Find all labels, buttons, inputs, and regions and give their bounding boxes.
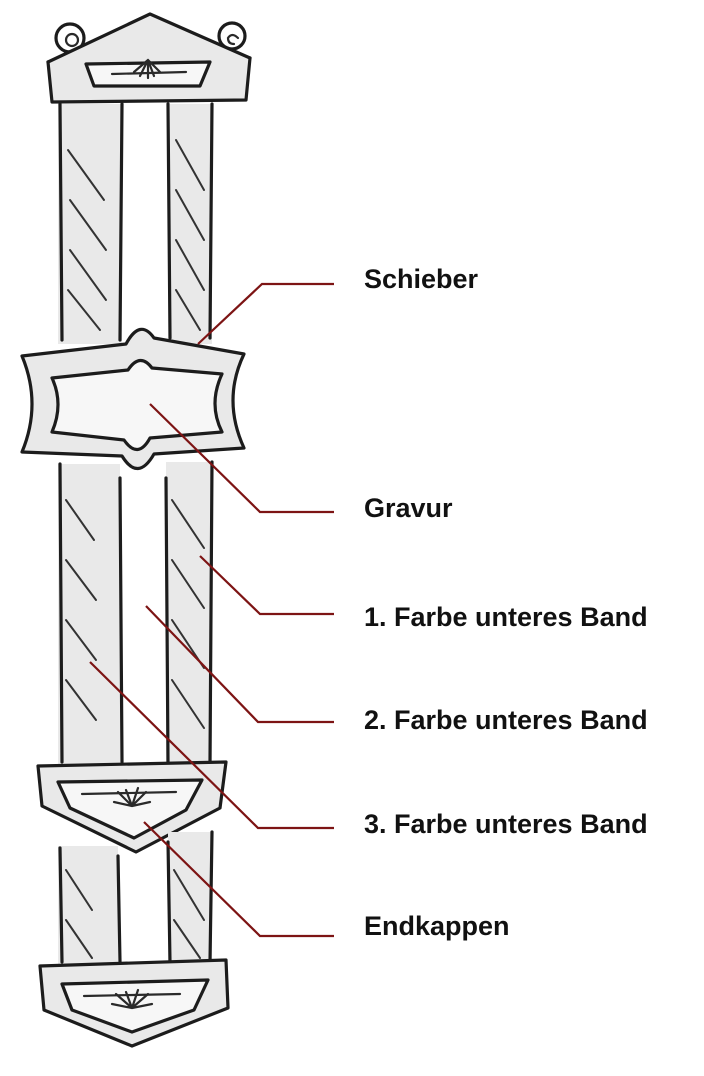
middle-end-cap [36, 760, 228, 854]
leader-farbe-3 [89, 661, 334, 830]
bottom-end-cap [38, 958, 230, 1048]
leader-gravur [149, 403, 334, 514]
top-end-cap [46, 12, 252, 104]
leader-farbe-1 [199, 555, 334, 616]
leader-endkappen [143, 821, 334, 938]
label-gravur: Gravur [364, 493, 453, 523]
label-endkappen: Endkappen [364, 911, 510, 941]
leader-schieber [197, 282, 334, 345]
bottom-band [58, 830, 214, 964]
label-farbe-3: 3. Farbe unteres Band [364, 809, 648, 839]
label-farbe-1: 1. Farbe unteres Band [364, 602, 648, 632]
leader-farbe-2 [145, 605, 334, 724]
upper-band [58, 102, 214, 344]
label-farbe-2: 2. Farbe unteres Band [364, 705, 648, 735]
lower-band [58, 460, 214, 764]
slider-schieber [20, 327, 246, 471]
label-schieber: Schieber [364, 264, 479, 294]
